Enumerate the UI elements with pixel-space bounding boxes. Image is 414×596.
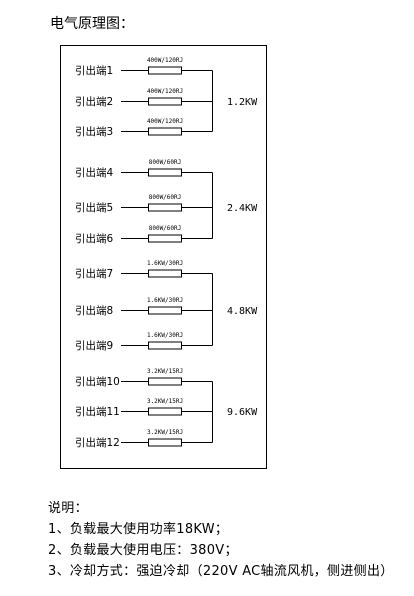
resistor: [148, 97, 182, 106]
resistor: [148, 269, 182, 278]
terminal-label: 引出端2: [75, 95, 113, 108]
resistor-rating: 800W/60RJ: [149, 159, 182, 166]
resistor: [148, 234, 182, 243]
terminal-label: 引出端7: [75, 267, 113, 280]
note-item: 3、冷却方式：强迫冷却（220V AC轴流风机，侧进侧出）: [48, 564, 394, 579]
resistor: [148, 407, 182, 416]
resistor-rating: 800W/60RJ: [149, 194, 182, 201]
resistor-group-3: 引出端7 1.6KW/30RJ 引出端8 1.6KW/30RJ 引出端9 1.6KW/30…: [75, 260, 258, 352]
terminal-label: 引出端8: [75, 304, 113, 317]
resistor: [148, 438, 182, 447]
resistor-rating: 400W/120RJ: [147, 57, 183, 64]
terminal-label: 引出端12: [75, 436, 120, 449]
resistor: [148, 203, 182, 212]
notes: 说明： 1、负载最大使用功率18KW； 2、负载最大使用电压：380V； 3、冷…: [48, 498, 408, 582]
resistor-rating: 1.6KW/30RJ: [147, 260, 183, 267]
resistor: [148, 168, 182, 177]
note-item: 2、负载最大使用电压：380V；: [48, 543, 238, 558]
resistor-rating: 3.2KW/15RJ: [147, 429, 183, 436]
terminal-label: 引出端9: [75, 339, 113, 352]
group-power-label: 4.8KW: [227, 306, 258, 317]
resistor-rating: 3.2KW/15RJ: [147, 398, 183, 405]
resistor-rating: 800W/60RJ: [149, 225, 182, 232]
resistor-group-2: 引出端4 800W/60RJ 引出端5 800W/60RJ 引出端6 800W/60RJ 2…: [75, 159, 258, 245]
resistor: [148, 127, 182, 136]
resistor-rating: 400W/120RJ: [147, 88, 183, 95]
terminal-label: 引出端10: [75, 375, 120, 388]
resistor: [148, 66, 182, 75]
diagram-title: 电气原理图：: [50, 16, 134, 32]
resistor-rating: 400W/120RJ: [147, 118, 183, 125]
terminal-label: 引出端11: [75, 405, 120, 418]
resistor: [148, 341, 182, 350]
resistor-group-1: 引出端1 400W/120RJ 引出端2 400W/120RJ 引出端3 400W/120…: [75, 57, 258, 138]
notes-heading: 说明：: [48, 501, 88, 516]
resistor: [148, 306, 182, 315]
terminal-label: 引出端3: [75, 125, 113, 138]
group-power-label: 9.6KW: [227, 407, 258, 418]
group-power-label: 2.4KW: [227, 203, 258, 214]
terminal-label: 引出端1: [75, 64, 113, 77]
note-item: 1、负载最大使用功率18KW；: [48, 522, 229, 537]
terminal-label: 引出端5: [75, 201, 113, 214]
resistor-rating: 3.2KW/15RJ: [147, 368, 183, 375]
resistor-rating: 1.6KW/30RJ: [147, 297, 183, 304]
resistor-group-4: 引出端10 3.2KW/15RJ 引出端11 3.2KW/15RJ 引出端12 3.2KW…: [75, 368, 258, 449]
resistor: [148, 377, 182, 386]
terminal-label: 引出端6: [75, 232, 113, 245]
terminal-label: 引出端4: [75, 166, 113, 179]
diagram-frame: [60, 45, 267, 469]
resistor-rating: 1.6KW/30RJ: [147, 332, 183, 339]
group-power-label: 1.2KW: [227, 97, 258, 108]
